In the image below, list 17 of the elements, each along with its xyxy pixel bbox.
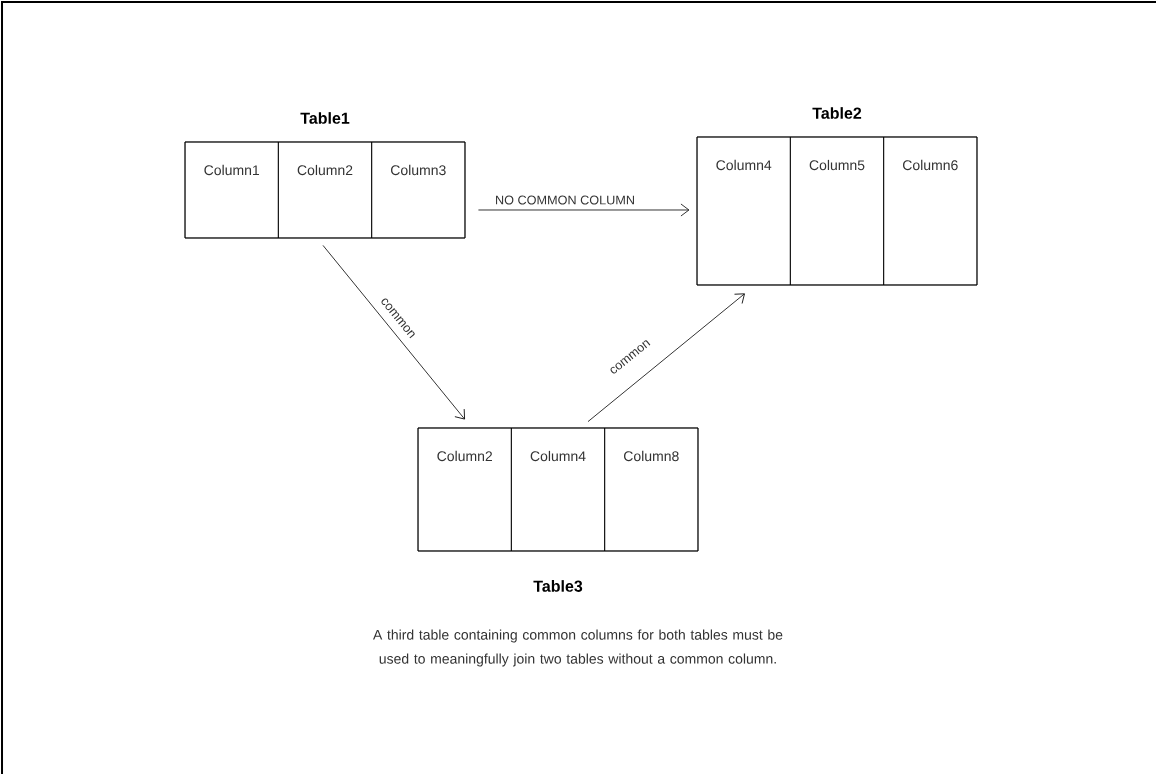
column-cell: Column6 — [883, 136, 978, 286]
caption: A third table containing common columns for both tables must be used to meaningfully join two tables without a common column. — [373, 629, 783, 667]
column-cell: Column5 — [789, 136, 885, 286]
arrow — [478, 203, 690, 217]
arrow — [322, 245, 465, 420]
column-cell: Column4 — [510, 427, 606, 552]
node-label: Table3 — [533, 580, 583, 592]
node-label: Table2 — [812, 107, 862, 119]
column-cell: Column2 — [417, 427, 512, 552]
node-label: Table1 — [300, 112, 350, 124]
edge-label: NO COMMON COLUMN — [496, 195, 634, 205]
column-cell: Column4 — [696, 136, 791, 286]
column-cell: Column8 — [604, 427, 699, 552]
column-cell: Column2 — [277, 141, 373, 239]
arrow — [587, 293, 745, 422]
column-cell: Column1 — [184, 141, 279, 239]
column-cell: Column3 — [371, 141, 466, 239]
